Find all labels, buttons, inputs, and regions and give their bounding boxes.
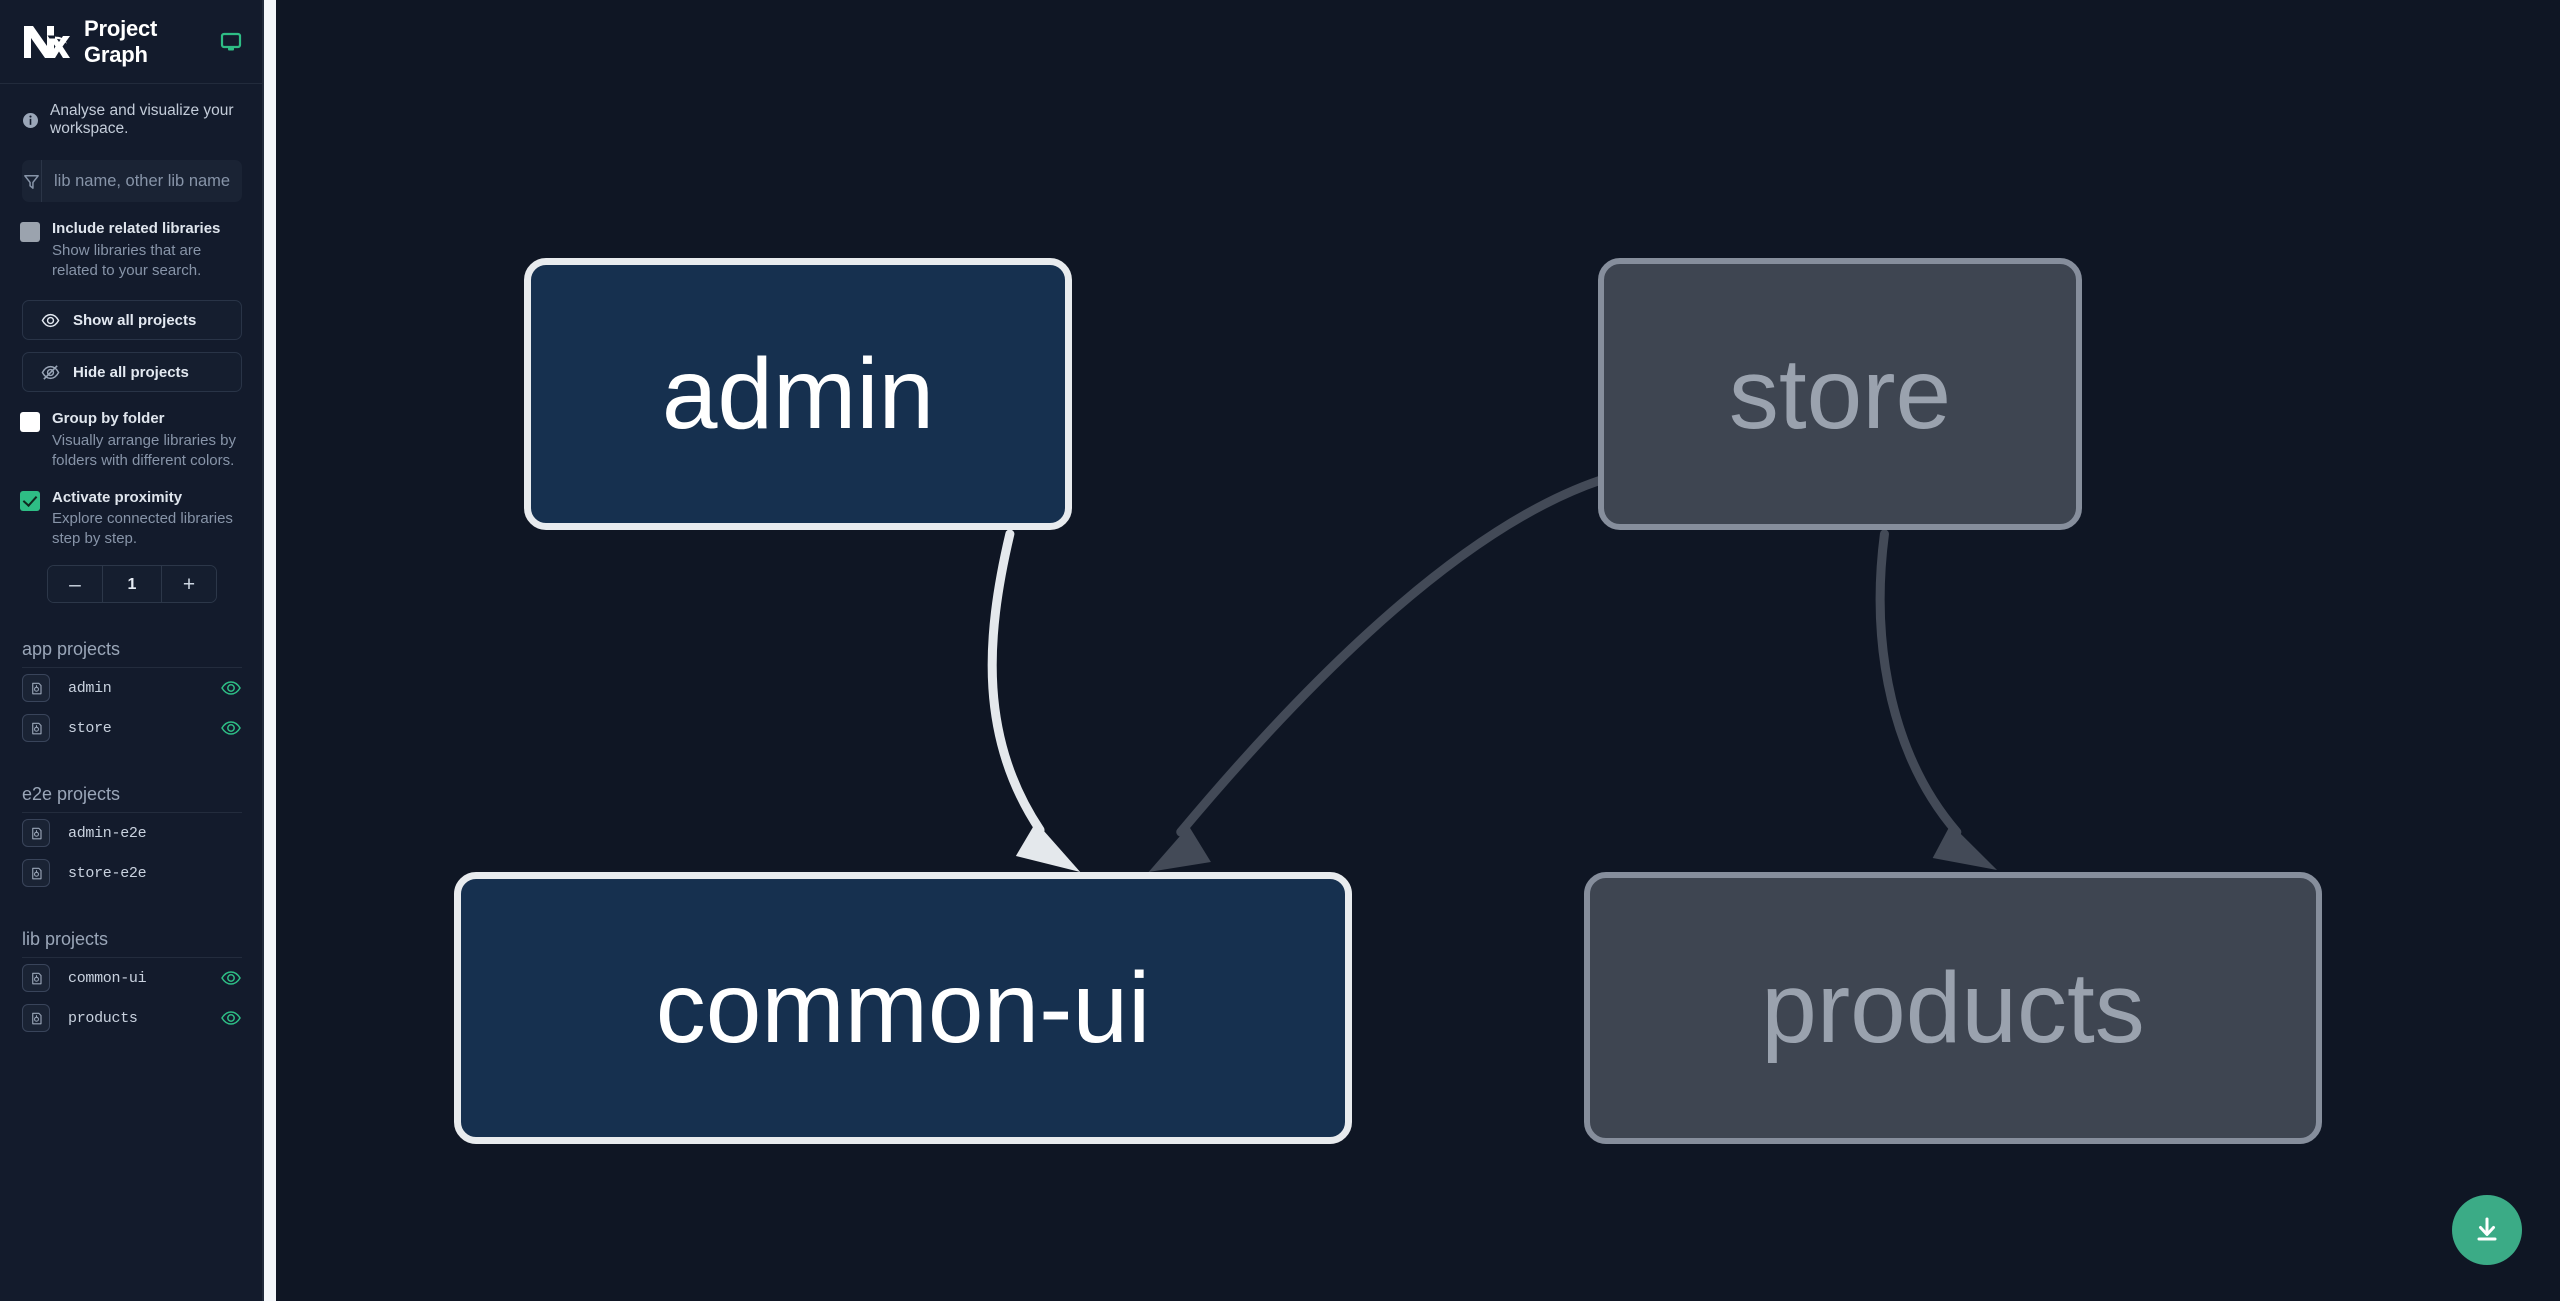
graph-node-label: products — [1761, 952, 2145, 1064]
graph-node-products[interactable]: products — [1584, 872, 2322, 1144]
project-flag-icon — [22, 1004, 50, 1033]
search-section — [0, 146, 264, 202]
option-label: Include related libraries — [52, 220, 221, 237]
eye-off-icon — [41, 363, 60, 382]
graph-canvas[interactable]: admin store common-ui products — [276, 0, 2560, 1301]
project-visibility-eye-icon[interactable] — [220, 717, 242, 739]
download-icon — [2471, 1213, 2503, 1248]
page-title: Project Graph — [84, 15, 158, 67]
show-all-projects-button[interactable]: Show all projects — [22, 300, 242, 341]
option-group-by-folder[interactable]: Group by folder Visually arrange librari… — [0, 392, 264, 470]
option-description: Show libraries that are related to your … — [52, 241, 202, 279]
group-title: app projects — [22, 639, 242, 669]
project-row-store-e2e[interactable]: store-e2e — [22, 853, 242, 893]
sidebar-scrollbar[interactable] — [264, 0, 276, 1301]
group-title: lib projects — [22, 929, 242, 959]
project-row-common-ui[interactable]: common-ui — [22, 958, 242, 998]
proximity-increment-button[interactable]: + — [162, 566, 216, 603]
search-box[interactable] — [22, 160, 242, 202]
visibility-buttons: Show all projects Hide all projects — [0, 280, 264, 393]
info-icon — [22, 112, 39, 129]
project-row-admin-e2e[interactable]: admin-e2e — [22, 813, 242, 853]
project-name: common-ui — [68, 969, 147, 987]
proximity-decrement-button[interactable]: – — [48, 566, 102, 603]
group-app-projects: app projects admin — [0, 639, 264, 748]
option-description: Explore connected libraries step by step… — [52, 510, 233, 548]
search-input[interactable] — [42, 160, 242, 202]
project-row-store[interactable]: store — [22, 708, 242, 748]
edge-store-to-products — [1875, 529, 1998, 870]
option-label: Activate proximity — [52, 488, 183, 506]
project-flag-icon — [22, 859, 50, 888]
graph-node-store[interactable]: store — [1598, 258, 2082, 530]
option-include-related-libraries[interactable]: Include related libraries Show libraries… — [0, 202, 264, 280]
project-flag-icon — [22, 819, 50, 848]
include-related-libraries-checkbox[interactable] — [20, 222, 40, 242]
graph-node-admin[interactable]: admin — [524, 258, 1072, 530]
project-name: admin-e2e — [68, 824, 147, 842]
show-all-projects-label: Show all projects — [73, 311, 197, 329]
group-by-folder-checkbox[interactable] — [20, 412, 40, 433]
graph-node-label: common-ui — [655, 952, 1151, 1064]
edge-store-to-common-ui — [1148, 475, 1606, 872]
project-row-products[interactable]: products — [22, 998, 242, 1038]
project-visibility-eye-icon[interactable] — [220, 967, 242, 989]
eye-icon — [41, 311, 60, 330]
filter-icon — [22, 160, 42, 202]
workspace-info: Analyse and visualize your workspace. — [0, 84, 264, 146]
project-flag-icon — [22, 674, 50, 703]
sidebar-divider — [262, 0, 264, 1301]
monitor-icon[interactable] — [220, 31, 242, 53]
graph-edges — [987, 475, 1998, 872]
group-e2e-projects: e2e projects admin-e2e — [0, 784, 264, 893]
project-visibility-eye-icon[interactable] — [220, 677, 242, 699]
hide-all-projects-button[interactable]: Hide all projects — [22, 352, 242, 393]
option-description: Visually arrange libraries by folders wi… — [52, 432, 236, 469]
graph-node-label: store — [1728, 338, 1952, 450]
activate-proximity-checkbox[interactable] — [20, 490, 40, 511]
group-title: e2e projects — [22, 784, 242, 814]
project-name: store — [68, 719, 112, 737]
option-label: Group by folder — [52, 410, 165, 428]
project-name: admin — [68, 679, 112, 697]
graph-node-common-ui[interactable]: common-ui — [454, 872, 1352, 1144]
option-activate-proximity[interactable]: Activate proximity Explore connected lib… — [0, 471, 264, 549]
group-lib-projects: lib projects common-ui — [0, 929, 264, 1038]
proximity-stepper: – 1 + — [47, 565, 217, 604]
project-name: store-e2e — [68, 864, 147, 882]
graph-node-label: admin — [661, 338, 935, 450]
sidebar: Project Graph Analyse and visual — [0, 0, 276, 1301]
proximity-value: 1 — [102, 566, 162, 603]
project-visibility-eye-icon[interactable] — [220, 1007, 242, 1029]
project-flag-icon — [22, 964, 50, 993]
project-row-admin[interactable]: admin — [22, 668, 242, 708]
project-name: products — [68, 1009, 138, 1027]
edge-admin-to-common-ui — [987, 529, 1081, 872]
workspace-info-text: Analyse and visualize your workspace. — [50, 102, 234, 137]
sidebar-header: Project Graph — [0, 0, 264, 84]
nx-logo-icon — [22, 22, 70, 62]
proximity-stepper-wrap: – 1 + — [0, 549, 264, 604]
project-flag-icon — [22, 714, 50, 743]
download-image-button[interactable] — [2452, 1195, 2522, 1265]
hide-all-projects-label: Hide all projects — [73, 363, 189, 381]
